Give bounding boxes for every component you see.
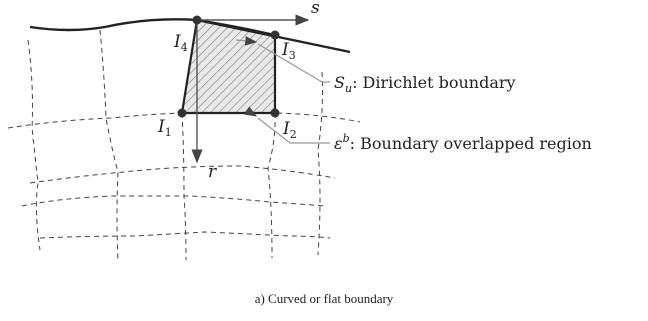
- grid-line-v3: [181, 112, 187, 261]
- overlap-leader-line: [257, 117, 330, 144]
- node-i2-label: I2: [282, 119, 297, 141]
- dashed-grid: [7, 29, 361, 261]
- figure-caption: a) Curved or flat boundary: [255, 291, 394, 306]
- grid-line-h4: [39, 231, 331, 239]
- dirichlet-leader-arrow: [235, 36, 258, 46]
- grid-line-h1: [7, 112, 361, 129]
- s-axis-label: s: [311, 0, 320, 18]
- node-i1-dot: [177, 108, 187, 118]
- grid-line-v5: [317, 71, 323, 256]
- overlap-region-label: εb: Boundary overlapped region: [334, 132, 592, 153]
- node-i4-dot: [192, 15, 202, 25]
- node-i4-label: I4: [173, 32, 188, 54]
- overlap-leader-arrow: [244, 106, 258, 117]
- node-i3-label: I3: [281, 40, 296, 62]
- dirichlet-boundary-curve: [29, 18, 351, 54]
- grid-line-h2: [29, 165, 336, 184]
- r-axis-label: r: [208, 162, 217, 182]
- node-i1-label: I1: [157, 117, 172, 139]
- grid-line-v1: [27, 39, 41, 251]
- grid-line-h3: [21, 195, 326, 207]
- grid-line-v4: [267, 112, 276, 259]
- node-i2-dot: [270, 108, 280, 118]
- grid-line-v2: [99, 29, 119, 261]
- node-i3-dot: [270, 30, 280, 40]
- dirichlet-boundary-label: Su: Dirichlet boundary: [334, 73, 516, 95]
- dirichlet-leader-line: [257, 43, 330, 83]
